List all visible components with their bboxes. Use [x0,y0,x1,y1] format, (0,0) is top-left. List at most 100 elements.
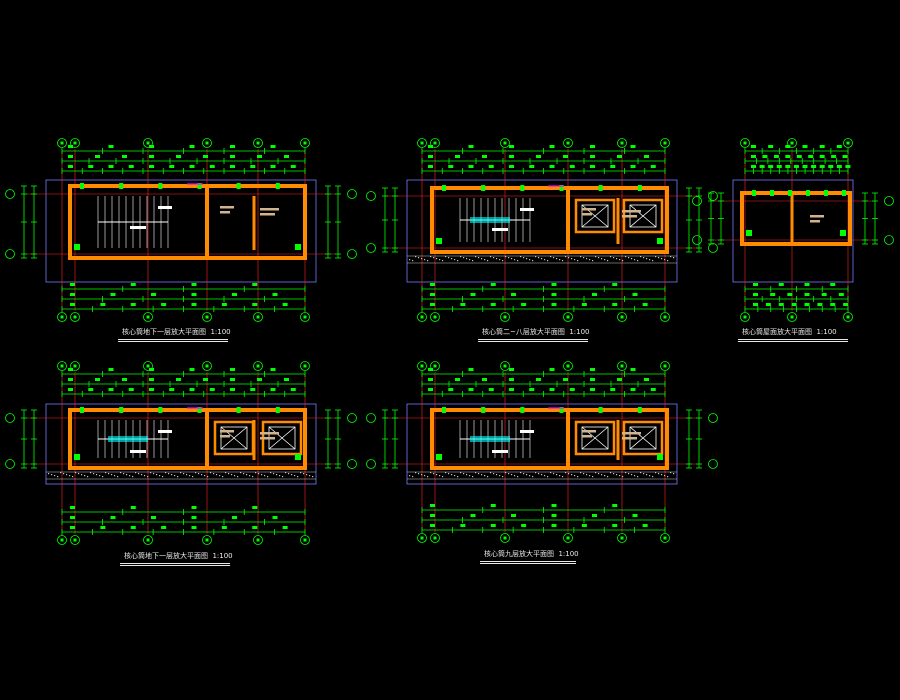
drawing-scale-text: 1:100 [569,328,590,336]
dimension-text [551,524,557,527]
dimension-text [490,504,496,507]
hatch-dot [123,473,125,475]
dimension-text [482,378,487,381]
hatch-dot [607,260,609,262]
column-marker [295,244,301,250]
hatch-dot [664,259,666,261]
dimension-text [230,145,235,148]
stair-landing [108,436,148,442]
hatch-dot [610,256,612,258]
dimension-text [592,293,597,296]
dimension-text [448,165,454,168]
dimension-text [252,303,258,306]
grid-bubble [692,196,702,206]
hatch-dot [183,473,185,475]
hatch-dot [159,475,161,477]
dimension-text [230,155,235,158]
grid-bubble [5,249,15,259]
dimension-text [430,504,435,507]
grid-bubble-text [73,364,77,368]
hatch-dot [529,475,531,477]
annotation-block [130,226,146,229]
grid-bubble-text [303,538,307,542]
hatch-dot [541,474,543,476]
grid-bubble-text [256,141,260,145]
wall [740,191,852,246]
grid-bubble [708,413,718,423]
column-marker [197,407,202,413]
hatch-dot [622,260,624,262]
hatch-dot [93,473,95,475]
hatch-dot [598,473,600,475]
grid-bubble-text [73,315,77,319]
dimension-text [482,155,487,158]
dimension-text [808,155,814,158]
wall [430,186,669,254]
hatch-dot [216,474,218,476]
hatch-dot [270,472,272,474]
hatch-dot [646,258,648,260]
grid-bubble [430,312,440,322]
hatch-dot [523,473,525,475]
hatch-dot [451,258,453,260]
grid-bubble [500,138,510,148]
room-label [582,430,596,433]
hatch-dot [418,257,420,259]
dimension-text [460,524,466,527]
grid-bubble-text [146,538,150,542]
grid-bubble [347,459,357,469]
hatch-dot [117,476,119,478]
dimension-text [617,155,622,158]
dimension-text [529,165,535,168]
hatch-dot [490,256,492,258]
annotation-block [520,208,534,211]
dimension-text [252,283,258,286]
hatch-dot [631,474,633,476]
stair [459,420,531,458]
grid-bubble [5,459,15,469]
hatch-dot [291,474,293,476]
hatch-dot [430,256,432,258]
drawing-title-text: 核心筒二~八层放大平面图 [482,328,565,336]
hatch-dot [649,259,651,261]
dimension-text [819,165,825,168]
dimension-text [252,506,258,509]
hatch-dot [138,473,140,475]
dimension-text [108,165,114,168]
dimension-text [751,165,756,168]
stair [459,198,531,242]
hatch-dot [282,476,284,478]
hatch-dot [273,473,275,475]
grid-bubble [417,312,427,322]
dimension-text [70,283,75,286]
dimension-text [753,303,758,306]
hatch-dot [279,475,281,477]
dimension-text [811,165,817,168]
column-marker [236,407,241,413]
hatch-dot [625,472,627,474]
dimension-text [430,514,435,517]
drawing-title-floor9: 核心筒九层放大平面图 1:100 [484,549,579,559]
hatch-dot [568,473,570,475]
hatch-dot [616,258,618,260]
dimension-text [209,388,215,391]
dimension-text [272,293,278,296]
hatch-dot [306,474,308,476]
title-underline [120,563,230,564]
hatch-dot [225,472,227,474]
wall [68,408,307,470]
hatch-dot [186,474,188,476]
dimension-text [428,165,433,168]
grid-bubble-text [60,538,64,542]
hatch-dot [508,257,510,259]
hatch-dot [613,257,615,259]
grid-bubble [5,189,15,199]
grid-bubble [617,361,627,371]
hatch-dot [562,260,564,262]
title-underline [120,565,230,566]
column-marker [788,190,792,196]
dimension-text [551,293,557,296]
floor-plan-basement [5,138,357,322]
dimension-text [569,165,575,168]
hatch-dot [577,476,579,478]
